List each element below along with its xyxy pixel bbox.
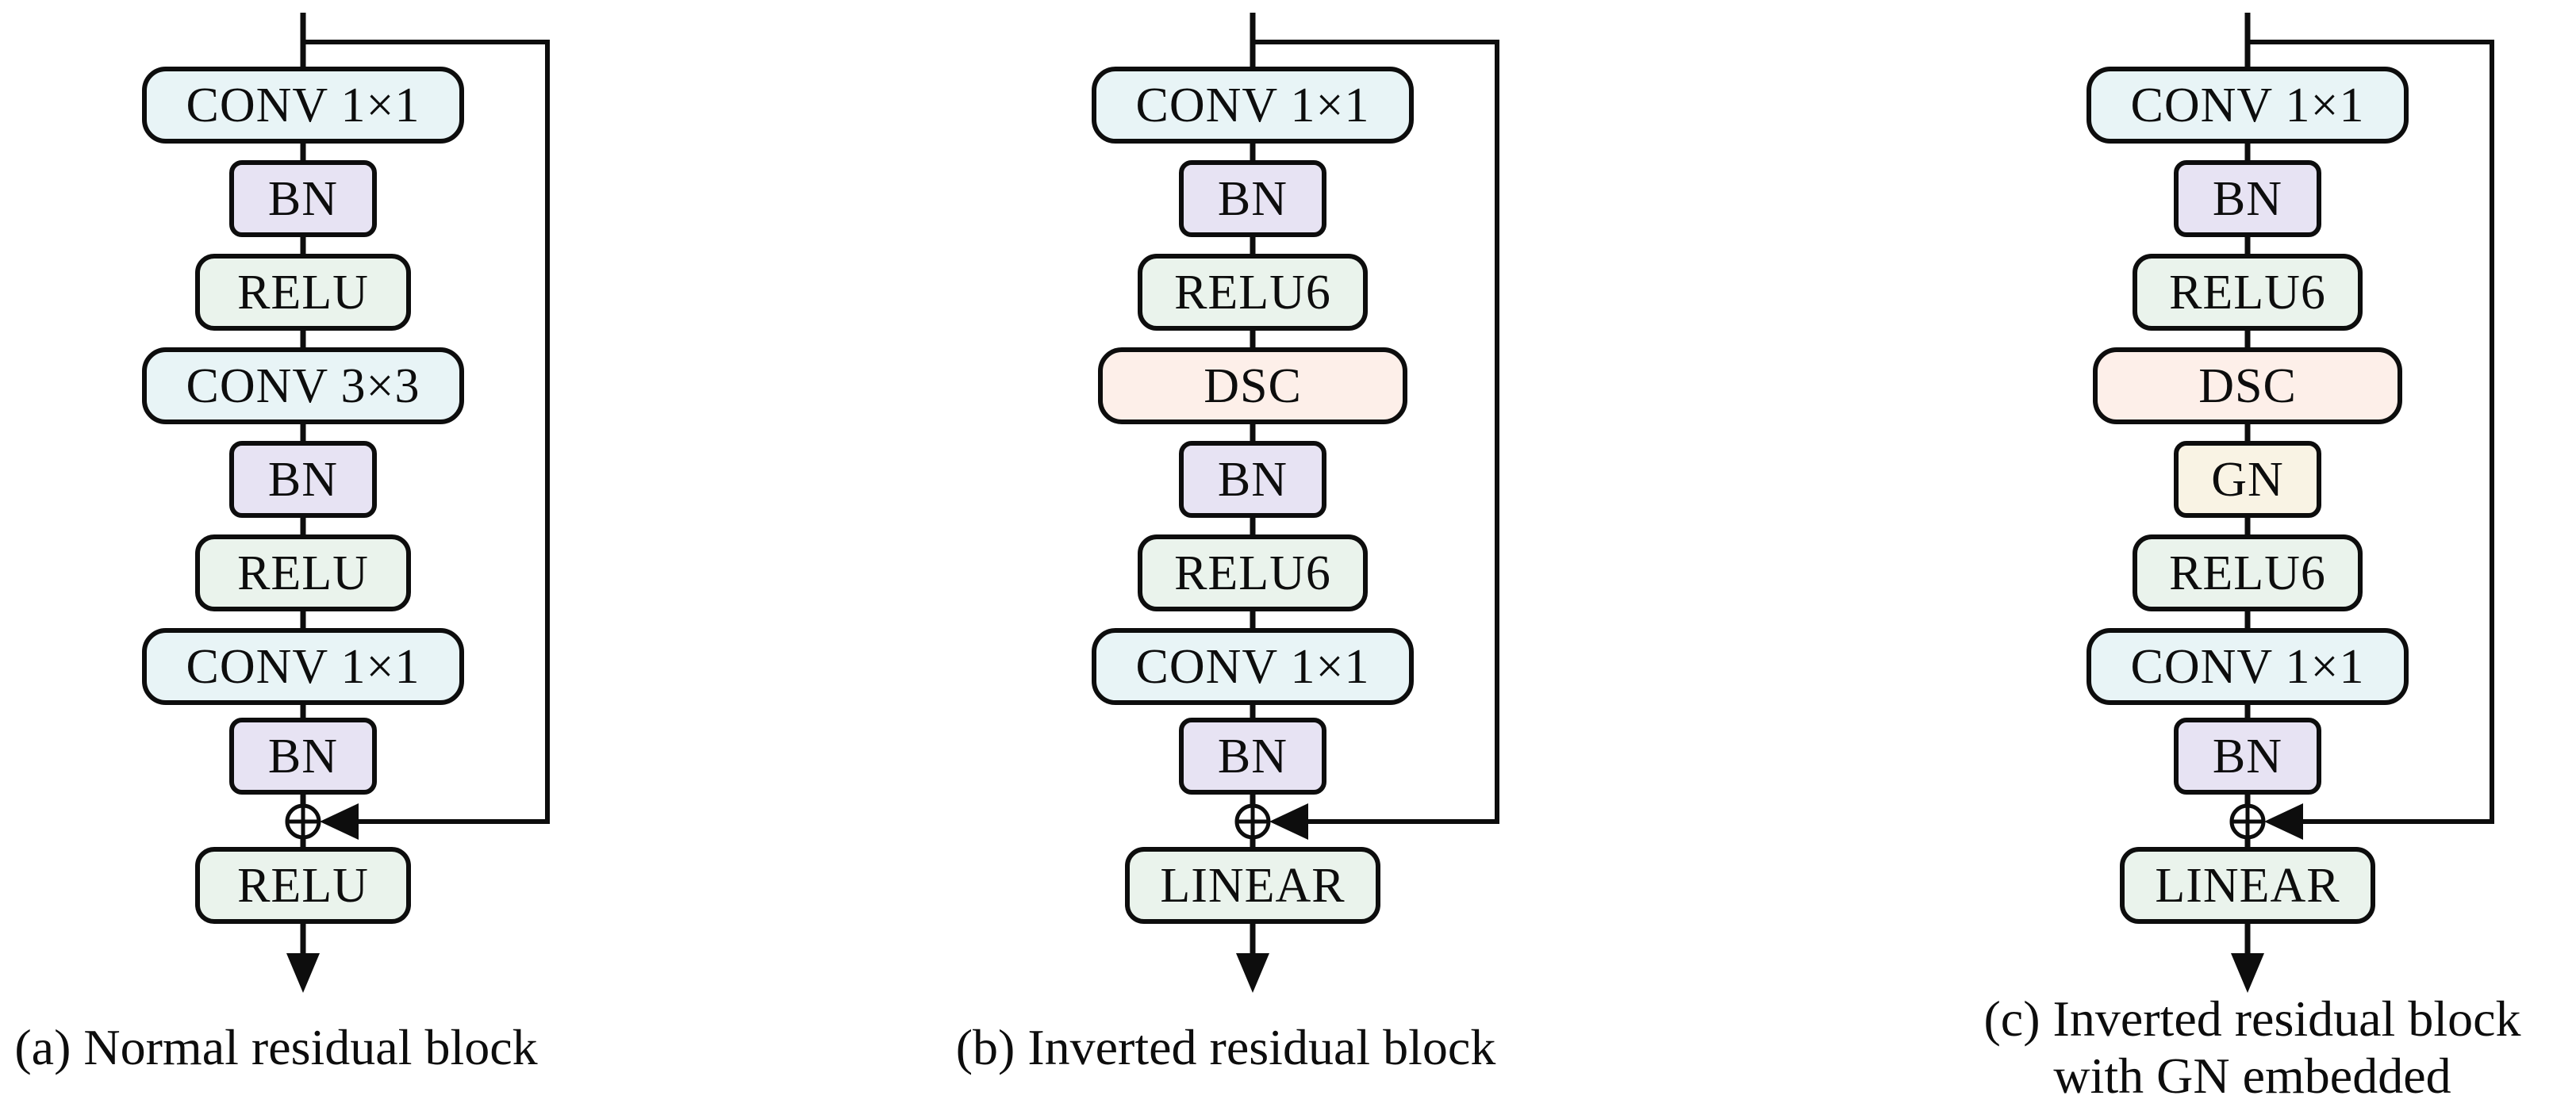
block-bn-4-a: BN [229, 441, 377, 518]
block-relu-2-c: RELU6 [2133, 254, 2363, 331]
block-relu-5-a: RELU [195, 534, 411, 611]
block-conv-3-a: CONV 3×3 [142, 347, 464, 424]
caption-c-line1: (c) Inverted residual block [1983, 990, 2521, 1047]
block-conv-6-b: CONV 1×1 [1092, 628, 1414, 705]
block-bn-7-b: BN [1179, 718, 1326, 795]
block-conv-6-c: CONV 1×1 [2087, 628, 2409, 705]
block-bn-7-a: BN [229, 718, 377, 795]
block-relu-5-b: RELU6 [1138, 534, 1368, 611]
caption-a: (a) Normal residual block [14, 1019, 538, 1075]
block-output-c: LINEAR [2120, 847, 2375, 924]
output-arrowhead-b [1236, 953, 1269, 993]
output-arrowhead-a [286, 953, 320, 993]
skip-arrowhead-a [320, 803, 359, 840]
skip-arrowhead-b [1269, 803, 1308, 840]
block-conv-0-a: CONV 1×1 [142, 67, 464, 144]
block-relu-2-b: RELU6 [1138, 254, 1368, 331]
block-output-a: RELU [195, 847, 411, 924]
block-output-b: LINEAR [1125, 847, 1380, 924]
block-bn-1-b: BN [1179, 160, 1326, 237]
block-bn-1-c: BN [2174, 160, 2321, 237]
block-dsc-3-c: DSC [2093, 347, 2402, 424]
skip-arrowhead-c [2264, 803, 2303, 840]
block-bn-7-c: BN [2174, 718, 2321, 795]
block-conv-6-a: CONV 1×1 [142, 628, 464, 705]
output-arrowhead-c [2231, 953, 2264, 993]
block-conv-0-c: CONV 1×1 [2087, 67, 2409, 144]
block-relu-2-a: RELU [195, 254, 411, 331]
block-relu-5-c: RELU6 [2133, 534, 2363, 611]
skip-connection-a [303, 40, 550, 824]
block-bn-1-a: BN [229, 160, 377, 237]
block-dsc-3-b: DSC [1098, 347, 1407, 424]
skip-connection-b [1253, 40, 1499, 824]
skip-connection-c [2248, 40, 2494, 824]
block-bn-4-b: BN [1179, 441, 1326, 518]
caption-b: (b) Inverted residual block [955, 1019, 1496, 1075]
block-conv-0-b: CONV 1×1 [1092, 67, 1414, 144]
block-gn-4-c: GN [2174, 441, 2321, 518]
caption-c-line2: with GN embedded [2053, 1048, 2451, 1104]
